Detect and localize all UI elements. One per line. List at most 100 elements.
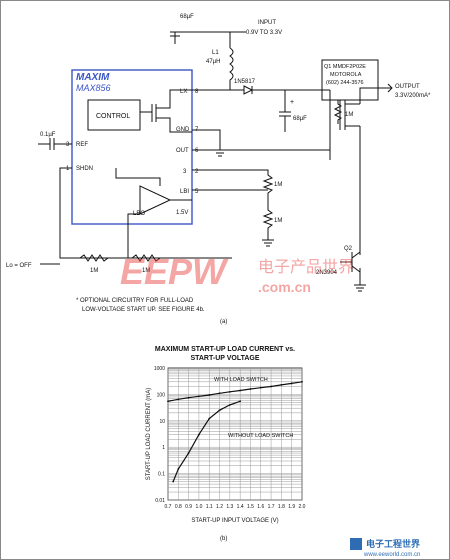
y-tick-label: 100 — [157, 392, 166, 398]
series-point-1 — [172, 480, 175, 483]
corner-logo: 电子工程世界 www.eeworld.com.cn — [350, 538, 420, 558]
y-tick-label: 10 — [159, 419, 165, 425]
q1-maker: MOTOROLA — [330, 72, 362, 78]
q1-box — [321, 59, 379, 101]
q2-part-label: 2N3904 — [316, 270, 338, 276]
legend-with-switch: WITH LOAD SWITCH — [214, 377, 268, 383]
series-point-1 — [239, 400, 242, 403]
series-point-0 — [208, 394, 211, 396]
q1-phone: (602) 244-3576 — [326, 80, 364, 86]
ground-symbol-2 — [192, 129, 226, 157]
output-cap — [279, 90, 291, 132]
watermark-logo: EEPW — [120, 251, 229, 292]
pin-ref-label: REF — [76, 142, 88, 148]
y-axis-label: START-UP LOAD CURRENT (mA) — [146, 388, 152, 481]
x-tick-label: 1.3 — [226, 504, 233, 510]
x-tick-label: 1.1 — [206, 504, 213, 510]
corner-cn: 电子工程世界 — [366, 538, 420, 550]
chart: MAXIMUM START-UP LOAD CURRENT vs. START-… — [146, 346, 306, 542]
chart-title-line1: MAXIMUM START-UP LOAD CURRENT vs. — [155, 346, 295, 353]
q2-transistor — [340, 140, 366, 292]
series-point-0 — [301, 380, 303, 383]
output-cap-label: 68µF — [293, 116, 307, 122]
divider-resistors — [192, 149, 330, 240]
pin5-label: 5 — [195, 189, 199, 195]
x-axis-label: START-UP INPUT VOLTAGE (V) — [191, 518, 278, 524]
l1-label: L1 — [212, 50, 219, 56]
output-label: OUTPUT — [395, 84, 420, 90]
pin-lx-label: LX — [180, 89, 187, 95]
series-line-1 — [172, 400, 241, 482]
ground-symbol — [262, 239, 274, 247]
shdn-loop — [59, 167, 232, 259]
plus-sign: + — [290, 99, 294, 106]
comparator-wires — [127, 199, 192, 258]
ic-outline — [71, 69, 193, 225]
footnote-line1: * OPTIONAL CIRCUITRY FOR FULL-LOAD — [76, 298, 194, 304]
divider2-label: 1M — [274, 218, 282, 224]
series-point-0 — [177, 398, 180, 401]
series-point-0 — [228, 390, 231, 393]
series-point-1 — [187, 452, 190, 454]
pin1-label: 1 — [66, 166, 70, 172]
series-point-0 — [249, 388, 252, 390]
x-tick-label: 1.5 — [247, 504, 254, 510]
pin8-label: 8 — [195, 89, 199, 95]
series-point-0 — [259, 386, 262, 389]
series-point-0 — [239, 389, 242, 392]
legend-without-switch: WITHOUT LOAD SWITCH — [228, 433, 293, 439]
pin-lbi-label: LBI — [180, 189, 189, 195]
series-point-0 — [187, 396, 190, 399]
y-tick-label: 0.1 — [158, 472, 165, 478]
ic-part-label: MAX856 — [76, 83, 111, 93]
chart-title-line2: START-UP VOLTAGE — [190, 355, 259, 362]
divider1-label: 1M — [274, 182, 282, 188]
y-tick-label: 1000 — [154, 366, 165, 372]
caption-b: (b) — [220, 536, 227, 542]
x-tick-label: 1.8 — [278, 504, 285, 510]
pin3-inner-label: 3 — [183, 169, 187, 175]
series-point-0 — [270, 385, 272, 388]
lo-resistors — [79, 254, 161, 262]
footnote-line2: LOW-VOLTAGE START UP. SEE FIGURE 4b. — [82, 307, 205, 313]
inductor-l1 — [192, 47, 234, 91]
series-point-0 — [198, 395, 200, 398]
comparator — [139, 185, 172, 215]
diode-label: 1N5817 — [234, 79, 256, 85]
y-tick-label: 1 — [162, 445, 165, 451]
ref-cap-label: 0.1µF — [40, 132, 56, 138]
series-line-0 — [167, 381, 303, 402]
pin-out-label: OUT — [176, 148, 189, 154]
x-tick-label: 1.4 — [237, 504, 244, 510]
x-tick-label: 1.2 — [216, 504, 223, 510]
series-point-0 — [290, 382, 293, 385]
output-arrow — [385, 83, 393, 93]
watermark-cn: 电子产品世界 — [258, 257, 354, 276]
pin6-label: 6 — [195, 148, 199, 154]
pin3-label: 3 — [66, 142, 70, 148]
schematic: MAXIM MAX856 CONTROL LX 8 GND 7 OUT 6 3 … — [6, 14, 431, 325]
caption-a: (a) — [220, 319, 227, 325]
series-point-1 — [177, 468, 180, 470]
pin-gnd-label: GND — [176, 127, 190, 133]
control-label: CONTROL — [96, 113, 130, 120]
pin2-label: 2 — [195, 169, 199, 175]
series-point-1 — [228, 404, 231, 406]
x-tick-label: 1.0 — [195, 504, 202, 510]
x-tick-label: 0.9 — [185, 504, 192, 510]
diode — [230, 85, 330, 95]
shdn-to-comp — [115, 168, 161, 186]
output-value: 3.3V/200mA* — [395, 93, 431, 99]
pin-shdn-label: SHDN — [76, 166, 93, 172]
input-cap-label: 68µF — [180, 14, 194, 20]
ref-cap — [38, 138, 72, 150]
watermark-url: .com.cn — [258, 279, 311, 295]
input-range: 0.9V TO 3.3V — [246, 30, 282, 36]
x-tick-label: 0.8 — [175, 504, 182, 510]
x-tick-label: 1.7 — [268, 504, 275, 510]
corner-url: www.eeworld.com.cn — [363, 552, 420, 558]
lo2-label: 1M — [142, 268, 150, 274]
maxim-logo: MAXIM — [76, 72, 110, 83]
